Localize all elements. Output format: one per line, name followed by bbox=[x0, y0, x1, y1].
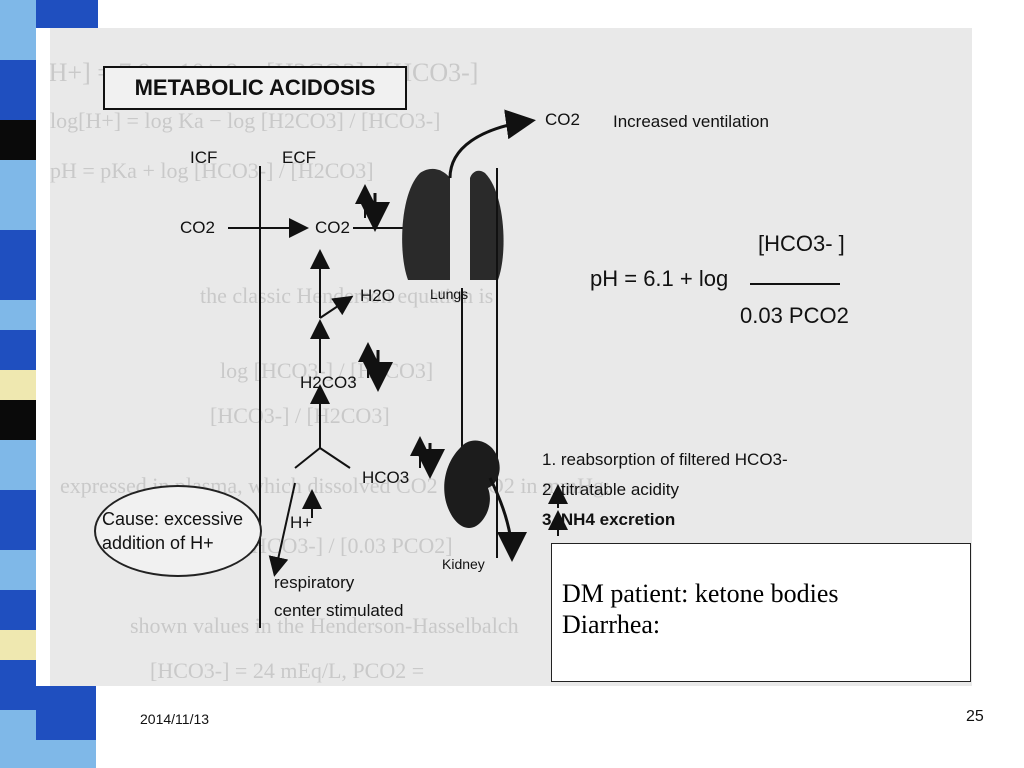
acidosis-diagram-graphics bbox=[228, 109, 840, 628]
stripe bbox=[0, 370, 36, 400]
line bbox=[319, 447, 351, 469]
co2-icf-label: CO2 bbox=[180, 218, 215, 237]
stripe bbox=[0, 590, 36, 630]
line bbox=[294, 447, 321, 469]
renal-item: 3. NH4 excretion bbox=[542, 510, 676, 529]
lungs-label: Lungs bbox=[430, 286, 469, 302]
stripe bbox=[0, 160, 36, 230]
background-text: log [HCO3-] / [H2CO3] bbox=[220, 358, 434, 383]
respiratory-label: respiratory bbox=[274, 573, 355, 592]
stripe bbox=[0, 710, 36, 768]
ph-numerator: [HCO3- ] bbox=[758, 231, 845, 256]
renal-item: 1. reabsorption of filtered HCO3- bbox=[542, 450, 788, 469]
note-line: Diarrhea: bbox=[562, 610, 661, 639]
h-plus-label: H+ bbox=[290, 513, 313, 532]
stripe bbox=[36, 0, 98, 28]
stripe bbox=[0, 230, 36, 300]
kidney-excretion-arrow bbox=[488, 477, 527, 562]
ecf-label: ECF bbox=[282, 148, 316, 167]
stripe bbox=[0, 0, 36, 60]
co2-out-label: CO2 bbox=[545, 110, 580, 129]
note-box[interactable]: DM patient: ketone bodies Diarrhea: bbox=[551, 543, 971, 682]
kidney-shape bbox=[444, 440, 500, 528]
background-text: [HCO3-] / [H2CO3] bbox=[210, 403, 390, 428]
stripe bbox=[0, 120, 36, 160]
cause-text: Cause: excessive bbox=[102, 509, 244, 529]
kidney-label: Kidney bbox=[442, 556, 485, 572]
cause-text: addition of H+ bbox=[102, 533, 214, 553]
stripe bbox=[0, 630, 36, 660]
background-text: log[H+] = log Ka − log [H2CO3] / [HCO3-] bbox=[50, 108, 441, 133]
slide-page-number: 25 bbox=[966, 708, 984, 725]
stripe bbox=[0, 440, 36, 490]
cause-ellipse: Cause: excessive addition of H+ bbox=[94, 485, 262, 577]
background-text: [HCO3-] = 24 mEq/L, PCO2 = bbox=[150, 658, 425, 683]
increased-ventilation-label: Increased ventilation bbox=[613, 112, 769, 131]
stripe bbox=[0, 300, 36, 330]
background-text: shown values in the Henderson-Hasselbalc… bbox=[130, 613, 519, 638]
stripe bbox=[36, 740, 96, 768]
stripe bbox=[0, 550, 36, 590]
h2o-label: H2O bbox=[360, 286, 395, 305]
stripe bbox=[0, 330, 36, 370]
renal-item: 2. titratable acidity bbox=[542, 480, 680, 499]
stripe bbox=[0, 400, 36, 440]
ph-equation-left: pH = 6.1 + log bbox=[590, 266, 729, 291]
arrow bbox=[319, 295, 354, 319]
stripe bbox=[0, 60, 36, 120]
arrow bbox=[268, 482, 296, 577]
ph-denominator: 0.03 PCO2 bbox=[740, 303, 849, 328]
slide-date: 2014/11/13 bbox=[140, 711, 210, 727]
note-line: DM patient: ketone bodies bbox=[562, 579, 839, 608]
hco3-label: HCO3 bbox=[362, 468, 410, 487]
lung-left bbox=[402, 168, 450, 280]
background-text: pH = pKa + log [HCO3-] / [H2CO3] bbox=[50, 158, 374, 183]
lung-right bbox=[470, 170, 504, 280]
diagram-title: METABOLIC ACIDOSIS bbox=[103, 66, 407, 110]
stripe bbox=[0, 490, 36, 550]
h2co3-label: H2CO3 bbox=[300, 373, 357, 392]
co2-ecf-label: CO2 bbox=[315, 218, 350, 237]
co2-exhaled-arrow bbox=[448, 109, 536, 179]
decorative-stripe-bar bbox=[0, 0, 110, 768]
respiratory-label: center stimulated bbox=[274, 601, 404, 620]
stripe bbox=[0, 660, 36, 710]
scanned-figure: [H+] = 7.9 × 10^-9 × [H2CO3] / [HCO3-] l… bbox=[50, 28, 972, 686]
icf-label: ICF bbox=[190, 148, 218, 167]
